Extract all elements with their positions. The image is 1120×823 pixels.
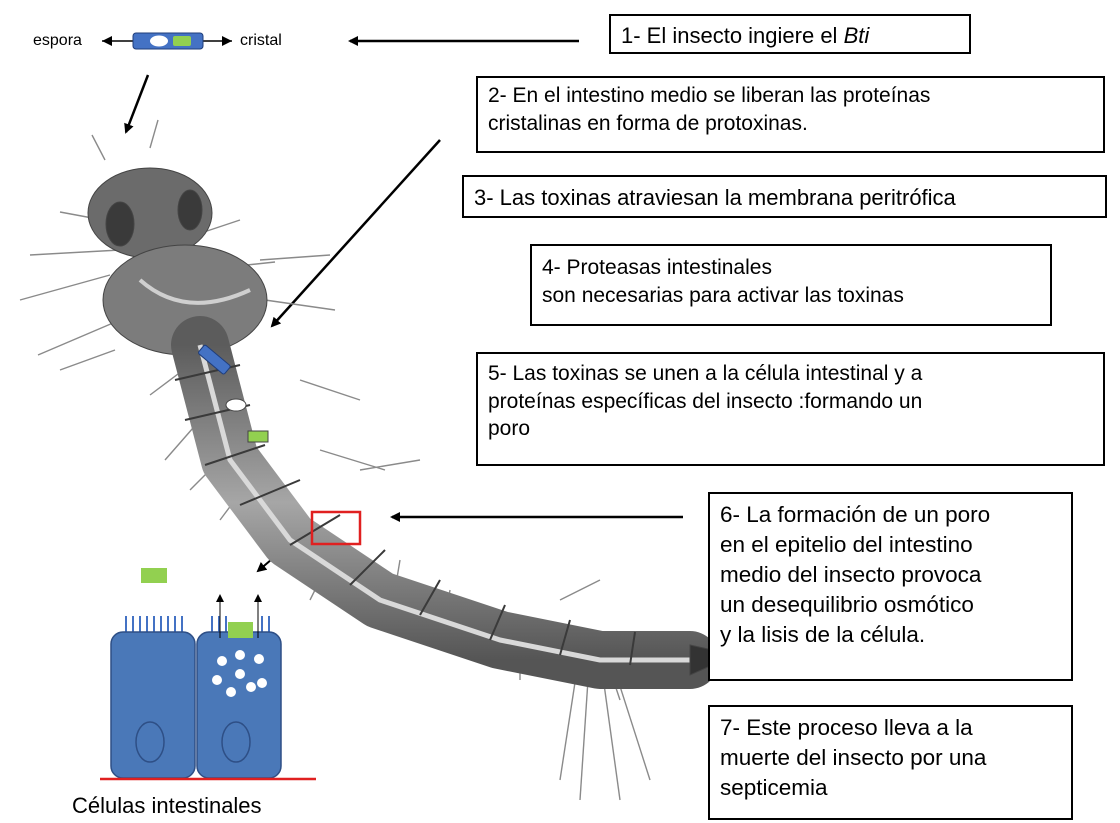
intestinal-cell-left <box>110 631 196 779</box>
step-6-line-4: un desequilibrio osmótico <box>720 591 974 617</box>
step-6-box: 6- La formación de un poro en el epiteli… <box>708 492 1073 681</box>
spore-label: espora <box>33 32 82 49</box>
bacterium-in-gut-icon <box>198 344 231 375</box>
step-5-box: 5- Las toxinas se unen a la célula intes… <box>476 352 1105 466</box>
larva-eye-left <box>105 201 135 247</box>
spore-crystal-icon <box>102 32 232 50</box>
nucleus-right <box>221 721 251 763</box>
step-6-line-1: 6- La formación de un poro <box>720 502 991 527</box>
step-6-line-5: y la lisis de la célula. <box>720 621 926 647</box>
spore-icon <box>150 35 168 47</box>
crystal-label: cristal <box>240 32 282 49</box>
larva-gut-stripe <box>197 344 690 663</box>
step-4-box: 4- Proteasas intestinales son necesarias… <box>530 244 1052 326</box>
step-2-line-1: 2- En el intestino medio se liberan las … <box>488 84 931 107</box>
step-1-line-1: 1- El insecto ingiere el Bti <box>621 23 870 48</box>
toxin-pore-icon <box>228 622 253 638</box>
step-4-line-2: son necesarias para activar las toxinas <box>542 283 904 307</box>
arrowhead-left-icon <box>102 36 112 46</box>
step-3-line-1: 3- Las toxinas atraviesan la membrana pe… <box>474 185 956 210</box>
step-3-box: 3- Las toxinas atraviesan la membrana pe… <box>462 175 1107 218</box>
crystal-icon <box>173 36 191 46</box>
pore-highlight-box <box>310 510 362 546</box>
step-2-line-2: cristalinas en forma de protoxinas. <box>488 111 808 135</box>
step-7-box: 7- Este proceso lleva a la muerte del in… <box>708 705 1073 820</box>
larva-segment-lines <box>174 364 636 666</box>
toxin-outside-icon <box>141 568 167 583</box>
step-4-line-1: 4- Proteasas intestinales <box>542 256 772 279</box>
larva-eye-right <box>177 189 203 231</box>
step-5-line-2: proteínas específicas del insecto :forma… <box>488 389 923 413</box>
step-7-line-2: muerte del insecto por una <box>720 744 987 770</box>
arrow-step2 <box>270 139 441 328</box>
microvilli-right <box>211 616 270 634</box>
intestinal-cells-label: Células intestinales <box>72 793 262 818</box>
cell-lysis-particles <box>212 650 267 697</box>
step-1-box: 1- El insecto ingiere el Bti <box>609 14 971 54</box>
step-5-line-1: 5- Las toxinas se unen a la célula intes… <box>488 362 923 385</box>
step-6-line-3: medio del insecto provoca <box>720 561 982 587</box>
crystal-in-gut-icon <box>247 430 269 443</box>
step-6-line-2: en el epitelio del intestino <box>720 531 973 557</box>
step-7-line-3: septicemia <box>720 774 828 800</box>
mosquito-larva-drawing <box>19 119 737 801</box>
intestinal-cells-illustration <box>100 568 316 781</box>
step-2-box: 2- En el intestino medio se liberan las … <box>476 76 1105 153</box>
step-5-line-3: poro <box>488 417 531 441</box>
spore-in-gut-icon <box>225 398 247 412</box>
microvilli-left <box>125 616 183 634</box>
step-7-line-1: 7- Este proceso lleva a la <box>720 715 973 740</box>
arrow-icon-to-larva <box>124 74 150 134</box>
organism-abbreviation: Bti <box>843 23 870 48</box>
nucleus-left <box>135 721 165 763</box>
arrowhead-right-icon <box>222 36 232 46</box>
